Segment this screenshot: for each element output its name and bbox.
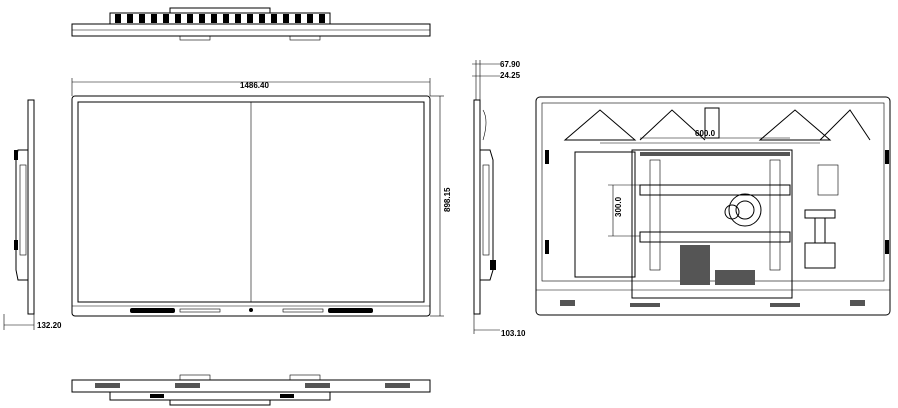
bottom-view [71, 374, 431, 406]
height-dimension: 898.15 [443, 187, 452, 212]
front-view [71, 78, 444, 317]
right-side-view [472, 60, 500, 334]
width-dimension: 1486.40 [240, 81, 269, 90]
left-depth-dimension: 132.20 [37, 321, 62, 330]
right-depth-dimension: 103.10 [501, 329, 526, 338]
top-offset-b-dimension: 24.25 [500, 71, 521, 80]
vesa-vertical-dimension: 300.0 [614, 196, 623, 217]
vesa-horizontal-dimension: 600.0 [695, 129, 716, 138]
left-side-view [3, 99, 35, 330]
back-view [535, 96, 891, 316]
top-offset-a-dimension: 67.90 [500, 60, 521, 69]
top-view [71, 7, 431, 41]
